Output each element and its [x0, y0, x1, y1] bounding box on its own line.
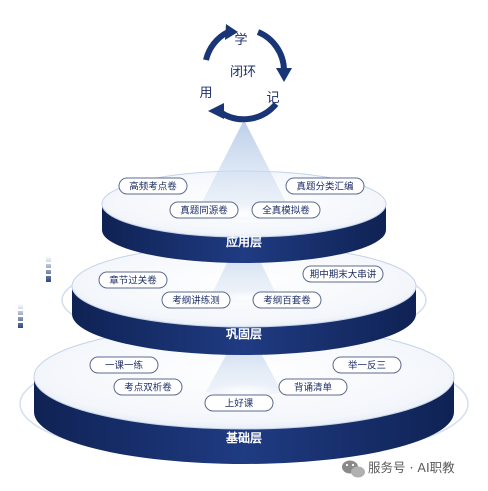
tag-label: 背诵清单 — [294, 382, 333, 394]
tag-label: 考纲百套卷 — [263, 295, 311, 307]
tag-pill-kaodian-shuangxi: 考点双析卷 — [113, 378, 183, 396]
cycle-arrow-right — [256, 29, 287, 71]
side-bar-decor-left — [45, 256, 52, 282]
tag-label: 举一反三 — [348, 360, 386, 372]
tag-pill-zhenti-tongyuan: 真题同源卷 — [169, 201, 239, 219]
cycle-label-apply: 用 — [199, 86, 212, 101]
tag-label: 真题同源卷 — [180, 205, 228, 217]
tag-pill-yike-yilian: 一课一练 — [89, 356, 159, 374]
tag-pills: 高频考点卷 真题同源卷 全真模拟卷 真题分类汇编 章节过关卷 考纲讲练测 考纲百… — [89, 177, 402, 412]
cycle-arrow-bottom — [218, 101, 279, 123]
tag-label: 一课一练 — [105, 360, 144, 372]
arrowhead-icon — [276, 68, 292, 82]
tag-pill-qizhong-qimo: 期中期末大串讲 — [302, 265, 384, 283]
tag-pill-gaopin: 高频考点卷 — [118, 177, 188, 195]
beam-consolidation — [210, 228, 278, 303]
watermark-text: 服务号 · AI职教 — [368, 460, 455, 475]
arrowhead-icon — [225, 24, 238, 40]
foundation-band — [34, 377, 454, 464]
tag-pill-kaogang-baitao: 考纲百套卷 — [252, 291, 322, 309]
closed-loop-cycle: 闭环 学 记 用 — [199, 24, 292, 123]
tag-pill-kaogang-jianglian: 考纲讲练测 — [161, 291, 231, 309]
tag-label: 上好课 — [225, 398, 254, 410]
tag-pill-zhangjie: 章节过关卷 — [98, 271, 168, 289]
tag-label: 章节过关卷 — [109, 275, 157, 287]
tag-label: 考点双析卷 — [124, 382, 172, 394]
tag-label: 全真模拟卷 — [262, 205, 310, 217]
tier-label-consolidation: 巩固层 — [226, 327, 262, 341]
cycle-center-label: 闭环 — [230, 65, 256, 80]
tier-label-foundation: 基础层 — [225, 430, 262, 445]
tier-label-application: 应用层 — [226, 234, 262, 249]
tag-pill-shanghaoke: 上好课 — [204, 394, 274, 412]
beam-application — [196, 120, 292, 220]
consolidation-band — [72, 286, 416, 355]
application-band — [102, 204, 386, 263]
wechat-icon — [342, 460, 365, 478]
tag-pill-beisong: 背诵清单 — [278, 378, 348, 396]
tag-label: 高频考点卷 — [129, 181, 177, 193]
side-bar-decor-left-lower — [17, 304, 24, 328]
cycle-arrow-top — [203, 29, 230, 61]
tag-pill-quanzhen: 全真模拟卷 — [251, 201, 321, 219]
tag-label: 真题分类汇编 — [296, 181, 353, 193]
tag-label: 考纲讲练测 — [172, 295, 220, 307]
tag-pill-juyi-fansan: 举一反三 — [332, 356, 402, 374]
cycle-label-memorize: 记 — [266, 91, 279, 106]
tag-pill-zhenti-fenlei: 真题分类汇编 — [285, 177, 365, 195]
cycle-label-learn: 学 — [234, 32, 247, 48]
beam-foundation — [206, 322, 282, 397]
tag-label: 期中期末大串讲 — [310, 269, 377, 281]
arrowhead-icon — [208, 103, 224, 119]
watermark: 服务号 · AI职教 — [342, 460, 455, 478]
